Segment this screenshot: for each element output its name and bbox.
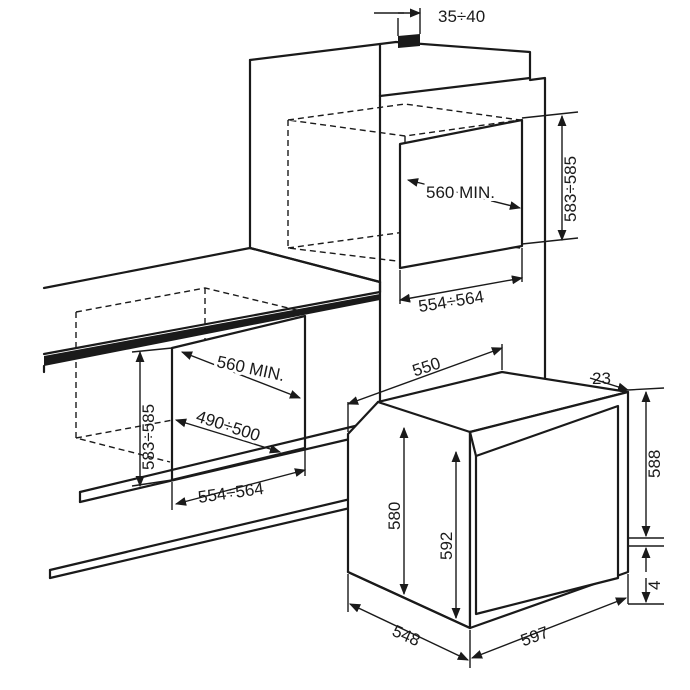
oven-bottom-depth-line xyxy=(348,603,470,661)
under-niche-height-label: 583÷585 xyxy=(139,404,158,470)
oven-unit xyxy=(346,370,630,630)
under-niche-width-label: 554÷564 xyxy=(197,479,265,507)
wall-niche-width-label: 554÷564 xyxy=(417,287,485,316)
under-niche-depth-range-line xyxy=(174,418,282,454)
oven-front-protrusion-label: 23 xyxy=(592,369,611,388)
under-niche-width-line xyxy=(174,468,307,506)
countertop xyxy=(42,246,382,374)
oven-bottom-gap-label: 4 xyxy=(645,581,664,590)
oven-inner-height-label: 592 xyxy=(437,532,456,560)
oven-top-depth-line xyxy=(346,347,504,405)
floor-lines xyxy=(48,418,382,580)
oven-top-depth-label: 550 xyxy=(410,354,443,381)
top-clearance-label: 35÷40 xyxy=(438,7,485,26)
top-trim-piece xyxy=(397,8,421,48)
oven-bottom-depth-label: 548 xyxy=(389,621,423,650)
oven-body-height-label: 580 xyxy=(385,502,404,530)
wall-niche-width-line xyxy=(398,275,524,303)
wall-niche-height-label: 583÷585 xyxy=(561,156,580,222)
oven-width-line xyxy=(470,597,628,659)
under-niche-min-depth-line xyxy=(180,351,302,399)
oven-width-label: 597 xyxy=(518,623,551,651)
oven-front-protrusion-line xyxy=(589,377,630,392)
wall-niche-min-depth-label: 560 MIN. xyxy=(426,183,495,202)
wall-niche-min-depth-line xyxy=(406,178,522,210)
oven-door-height-label: 588 xyxy=(645,450,664,478)
